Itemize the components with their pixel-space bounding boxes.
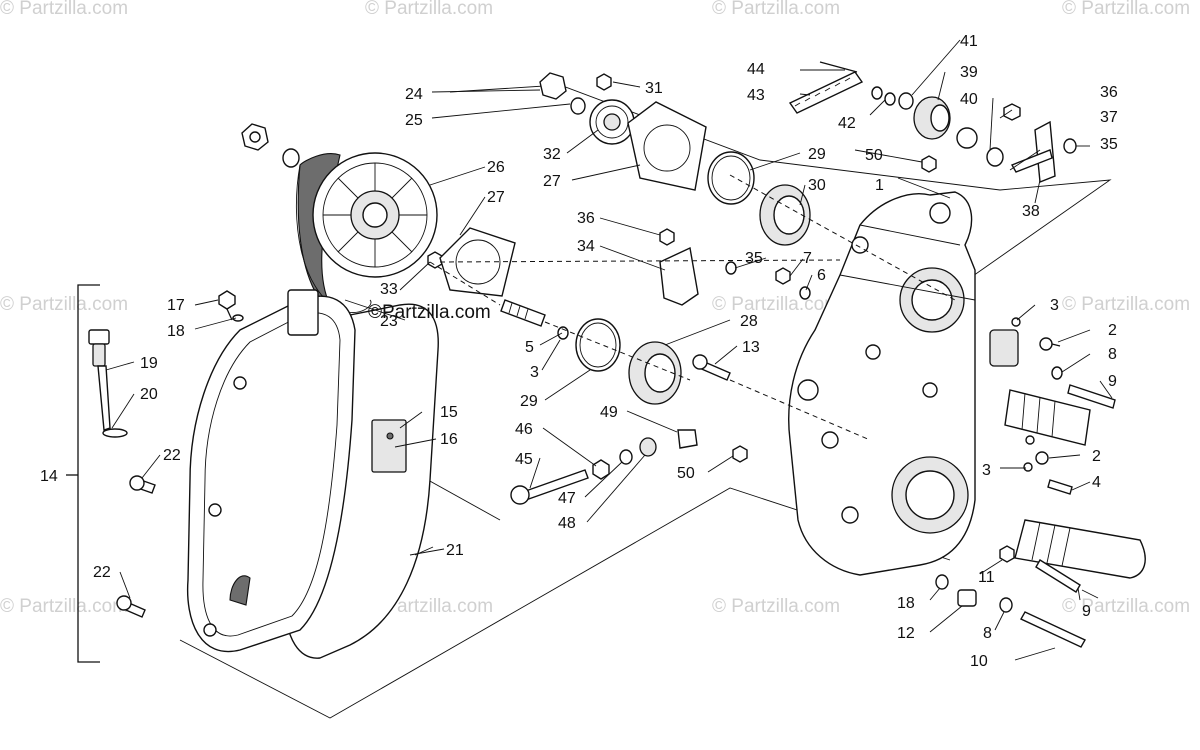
- callout-35: 35: [745, 250, 763, 267]
- callout-7: 7: [803, 250, 812, 267]
- callout-2: 2: [1092, 448, 1101, 465]
- bolts-right: [935, 317, 1116, 648]
- callout-30: 30: [808, 177, 826, 194]
- callout-47: 47: [558, 490, 576, 507]
- callout-4: 4: [1092, 474, 1101, 491]
- callout-16: 16: [440, 431, 458, 448]
- callout-3: 3: [982, 462, 991, 479]
- callout-23: 23: [380, 313, 398, 330]
- callout-46: 46: [515, 421, 533, 438]
- callout-35: 35: [1100, 136, 1118, 153]
- shafts: [1004, 389, 1146, 579]
- callout-32: 32: [543, 146, 561, 163]
- callout-50: 50: [677, 465, 695, 482]
- center-hardware: [500, 155, 937, 505]
- callout-5: 5: [525, 339, 534, 356]
- callout-38: 38: [1022, 203, 1040, 220]
- callout-1: 1: [875, 177, 884, 194]
- callout-29: 29: [808, 146, 826, 163]
- watermark: © Partzilla.com: [0, 0, 128, 19]
- callout-18: 18: [897, 595, 915, 612]
- callout-34: 34: [577, 238, 595, 255]
- watermark: © Partzilla.com: [1062, 0, 1190, 19]
- callout-8: 8: [1108, 346, 1117, 363]
- callout-31: 31: [645, 80, 663, 97]
- callout-3: 3: [530, 364, 539, 381]
- callout-26: 26: [487, 159, 505, 176]
- callout-45: 45: [515, 451, 533, 468]
- callout-19: 19: [140, 355, 158, 372]
- callout-21: 21: [446, 542, 464, 559]
- small-sprocket: [589, 99, 635, 145]
- callout-41: 41: [960, 33, 978, 50]
- watermark: © Partzilla.com: [712, 294, 840, 315]
- callout-17: 17: [167, 297, 185, 314]
- callout-25: 25: [405, 112, 423, 129]
- watermark: © Partzilla.com: [0, 596, 128, 617]
- callout-3: 3: [1050, 297, 1059, 314]
- hardware-top: [241, 72, 612, 269]
- callout-20: 20: [140, 386, 158, 403]
- callout-29: 29: [520, 393, 538, 410]
- watermark: © Partzilla.com: [712, 0, 840, 19]
- bearings: [628, 184, 811, 405]
- callout-27: 27: [487, 189, 505, 206]
- callout-28: 28: [740, 313, 758, 330]
- watermark: © Partzilla.com: [365, 0, 493, 19]
- callout-50: 50: [865, 147, 883, 164]
- callout-labels: 24 25 31 32 26 27 27 29 30 44 43 41 39 4…: [40, 33, 1118, 670]
- callout-27: 27: [543, 173, 561, 190]
- watermark: © Partzilla.com: [1062, 596, 1190, 617]
- callout-9: 9: [1082, 603, 1091, 620]
- callout-40: 40: [960, 91, 978, 108]
- large-sprocket: [312, 152, 438, 278]
- callout-24: 24: [405, 86, 423, 103]
- tensioner-parts: [788, 61, 1077, 183]
- callout-2: 2: [1108, 322, 1117, 339]
- chaincase-plate: [186, 289, 356, 653]
- o-rings: [575, 151, 755, 372]
- callout-22: 22: [163, 447, 181, 464]
- brand-label: ©Partzilla.com: [368, 302, 491, 323]
- dipstick-parts: [88, 290, 244, 618]
- callout-42: 42: [838, 115, 856, 132]
- callout-15: 15: [440, 404, 458, 421]
- group-14-bracket: [66, 284, 100, 663]
- callout-43: 43: [747, 87, 765, 104]
- callout-14: 14: [40, 468, 58, 485]
- watermark: © Partzilla.com: [1062, 294, 1190, 315]
- callout-37: 37: [1100, 109, 1118, 126]
- callout-11: 11: [978, 569, 995, 586]
- callout-39: 39: [960, 64, 978, 81]
- callout-33: 33: [380, 281, 398, 298]
- callout-13: 13: [742, 339, 760, 356]
- callout-9: 9: [1108, 373, 1117, 390]
- callout-36: 36: [1100, 84, 1118, 101]
- callout-12: 12: [897, 625, 915, 642]
- callout-22: 22: [93, 564, 111, 581]
- callout-49: 49: [600, 404, 618, 421]
- callout-48: 48: [558, 515, 576, 532]
- watermark: © Partzilla.com: [0, 294, 128, 315]
- callout-44: 44: [747, 61, 765, 78]
- callout-36: 36: [577, 210, 595, 227]
- gearcase-housing: [788, 191, 1019, 576]
- chain-guide: [659, 228, 811, 306]
- callout-18: 18: [167, 323, 185, 340]
- callout-6: 6: [817, 267, 826, 284]
- leader-lines: [105, 39, 1113, 661]
- callout-8: 8: [983, 625, 992, 642]
- callout-10: 10: [970, 653, 988, 670]
- watermark: © Partzilla.com: [712, 596, 840, 617]
